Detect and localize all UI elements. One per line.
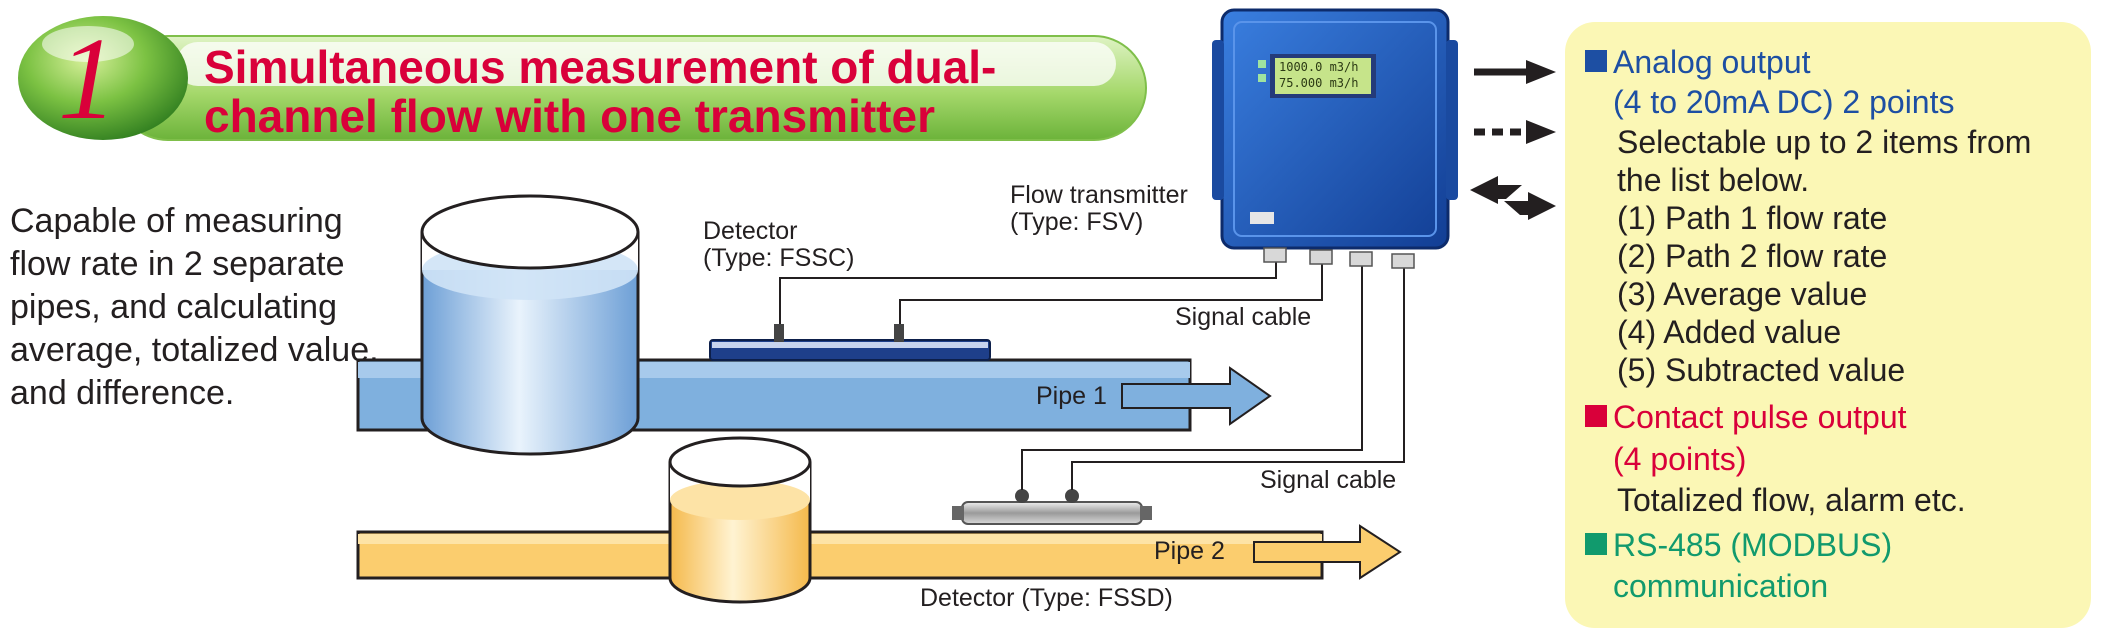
blue-square-icon bbox=[1585, 50, 1607, 72]
output-arrows bbox=[1470, 60, 1556, 220]
rs485-heading: RS-485 (MODBUS) bbox=[1585, 525, 1892, 565]
title-line-1: Simultaneous measurement of dual- bbox=[204, 41, 997, 93]
pipe-1-flow-arrow bbox=[1121, 366, 1272, 426]
flow-transmitter bbox=[1212, 8, 1458, 269]
analog-item-3: (3) Average value bbox=[1617, 276, 1868, 312]
number-badge bbox=[18, 16, 188, 140]
pulse-output-heading: Contact pulse output bbox=[1585, 397, 1907, 437]
detector-1-label: Detector bbox=[703, 217, 798, 245]
pulse-output-desc: Totalized flow, alarm etc. bbox=[1617, 482, 1966, 518]
transmitter-label: Flow transmitter bbox=[1010, 181, 1188, 209]
analog-item-1: (1) Path 1 flow rate bbox=[1617, 200, 1888, 236]
signal-cables bbox=[779, 258, 1405, 490]
detector-fssd bbox=[952, 489, 1152, 525]
description-text: Capable of measuring flow rate in 2 sepa… bbox=[10, 202, 379, 412]
detector-1-type: (Type: FSSC) bbox=[703, 244, 855, 272]
signal-cable-label-2: Signal cable bbox=[1260, 466, 1397, 494]
rs485-desc: communication bbox=[1613, 568, 1829, 604]
pipe-2 bbox=[356, 530, 1324, 580]
analog-item-2: (2) Path 2 flow rate bbox=[1617, 238, 1888, 274]
analog-item-5: (5) Subtracted value bbox=[1617, 352, 1906, 388]
pipe-2-flow-arrow bbox=[1253, 524, 1402, 580]
signal-cable-label-1: Signal cable bbox=[1175, 303, 1312, 331]
detector-2-label: Detector (Type: FSSD) bbox=[920, 584, 1173, 612]
analog-item-4: (4) Added value bbox=[1617, 314, 1842, 350]
detector-fssc bbox=[709, 324, 991, 361]
pipe-1-label: Pipe 1 bbox=[1036, 382, 1107, 410]
transmitter-display-line-2: 75.000 m3/h bbox=[1279, 76, 1359, 90]
red-square-icon bbox=[1585, 405, 1607, 427]
transmitter-display-line-1: 1000.0 m3/h bbox=[1279, 60, 1359, 74]
title-banner bbox=[115, 35, 1147, 141]
pipe-2-label: Pipe 2 bbox=[1154, 537, 1225, 565]
analog-desc-2: the list below. bbox=[1617, 162, 1810, 198]
transmitter-type: (Type: FSV) bbox=[1010, 208, 1144, 236]
analog-output-spec: (4 to 20mA DC) 2 points bbox=[1613, 84, 1955, 120]
green-square-icon bbox=[1585, 533, 1607, 555]
pulse-output-spec: (4 points) bbox=[1613, 441, 1747, 477]
analog-desc-1: Selectable up to 2 items from bbox=[1617, 124, 2032, 160]
tank-2 bbox=[668, 436, 812, 604]
tank-1 bbox=[420, 194, 640, 456]
analog-output-heading: Analog output bbox=[1585, 42, 1811, 82]
outputs-panel bbox=[1565, 22, 2091, 628]
title-line-2: channel flow with one transmitter bbox=[204, 90, 935, 142]
badge-number: 1 bbox=[58, 13, 117, 144]
